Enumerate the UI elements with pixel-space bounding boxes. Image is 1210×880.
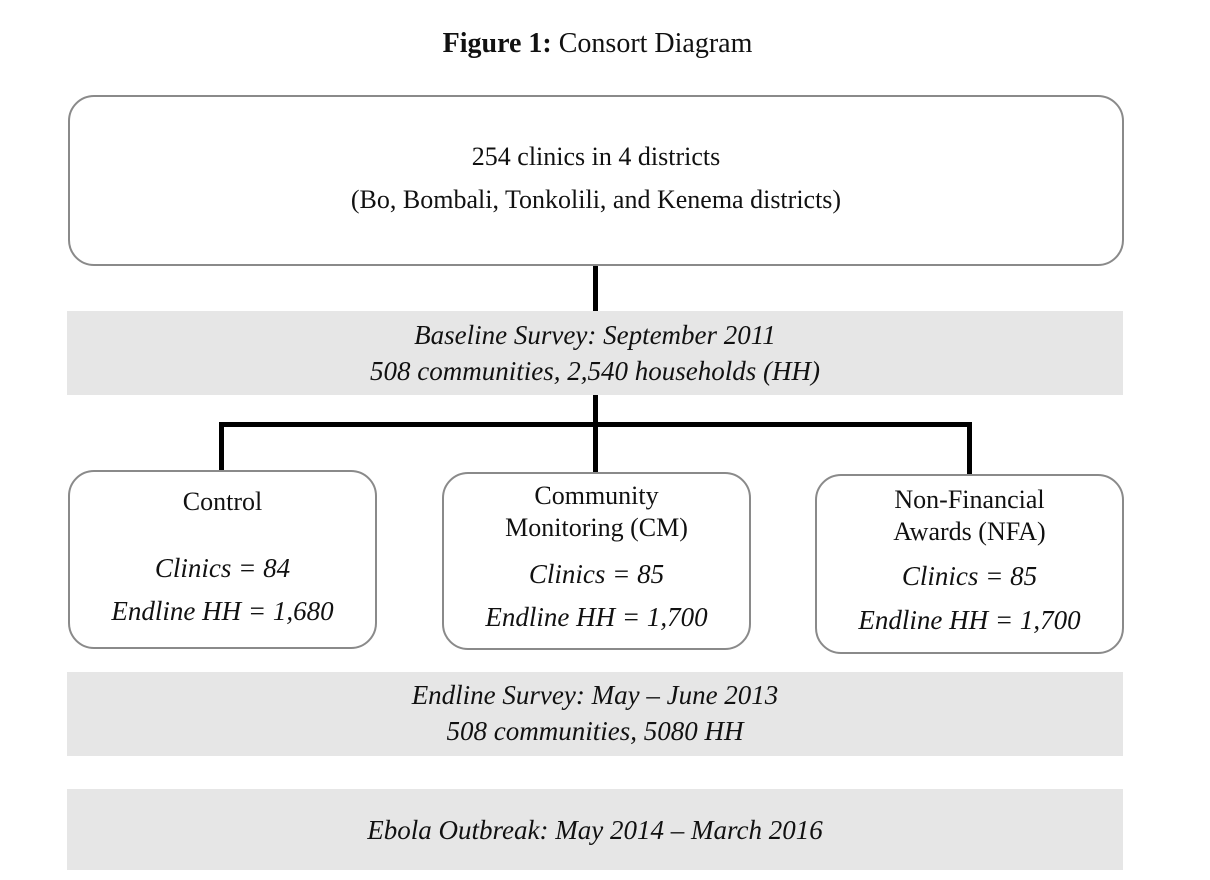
cm-arm-name-line1: Community xyxy=(534,481,659,510)
control-arm-box: Control Clinics = 84 Endline HH = 1,680 xyxy=(68,470,377,649)
connector-baseline-stem xyxy=(593,395,598,472)
connector-nfa xyxy=(967,422,972,474)
cm-endline-hh: Endline HH = 1,700 xyxy=(485,602,708,632)
cm-arm-box: Community Monitoring (CM) Clinics = 85 E… xyxy=(442,472,751,650)
nfa-arm-box: Non-Financial Awards (NFA) Clinics = 85 … xyxy=(815,474,1124,654)
endline-survey-sample: 508 communities, 5080 HH xyxy=(446,716,744,746)
clinics-box: 254 clinics in 4 districts (Bo, Bombali,… xyxy=(68,95,1124,266)
cm-arm-name-line2: Monitoring (CM) xyxy=(505,513,688,542)
cm-clinics: Clinics = 85 xyxy=(528,559,665,589)
ebola-outbreak-text: Ebola Outbreak: May 2014 – March 2016 xyxy=(367,815,823,845)
figure-title-text: Consort Diagram xyxy=(558,28,753,59)
control-endline-hh: Endline HH = 1,680 xyxy=(111,596,334,626)
figure-title: Figure 1: Consort Diagram xyxy=(0,26,1195,62)
connector-horizontal xyxy=(219,422,972,427)
figure-label: Figure 1: xyxy=(442,28,552,59)
baseline-survey-date: Baseline Survey: September 2011 xyxy=(414,320,776,350)
districts-text: (Bo, Bombali, Tonkolili, and Kenema dist… xyxy=(350,185,842,214)
nfa-arm-name-line1: Non-Financial xyxy=(894,485,1045,514)
control-clinics: Clinics = 84 xyxy=(154,553,291,583)
baseline-survey-band: Baseline Survey: September 2011 508 comm… xyxy=(67,311,1123,395)
ebola-outbreak-band: Ebola Outbreak: May 2014 – March 2016 xyxy=(67,789,1123,870)
nfa-clinics: Clinics = 85 xyxy=(901,561,1038,591)
endline-survey-band: Endline Survey: May – June 2013 508 comm… xyxy=(67,672,1123,756)
nfa-endline-hh: Endline HH = 1,700 xyxy=(858,605,1081,635)
control-arm-name: Control xyxy=(182,487,263,516)
nfa-arm-name-line2: Awards (NFA) xyxy=(893,517,1046,546)
connector-control xyxy=(219,422,224,470)
connector-top xyxy=(593,266,598,311)
clinics-count-text: 254 clinics in 4 districts xyxy=(471,142,721,171)
baseline-survey-sample: 508 communities, 2,540 households (HH) xyxy=(370,356,820,386)
endline-survey-date: Endline Survey: May – June 2013 xyxy=(411,680,779,710)
